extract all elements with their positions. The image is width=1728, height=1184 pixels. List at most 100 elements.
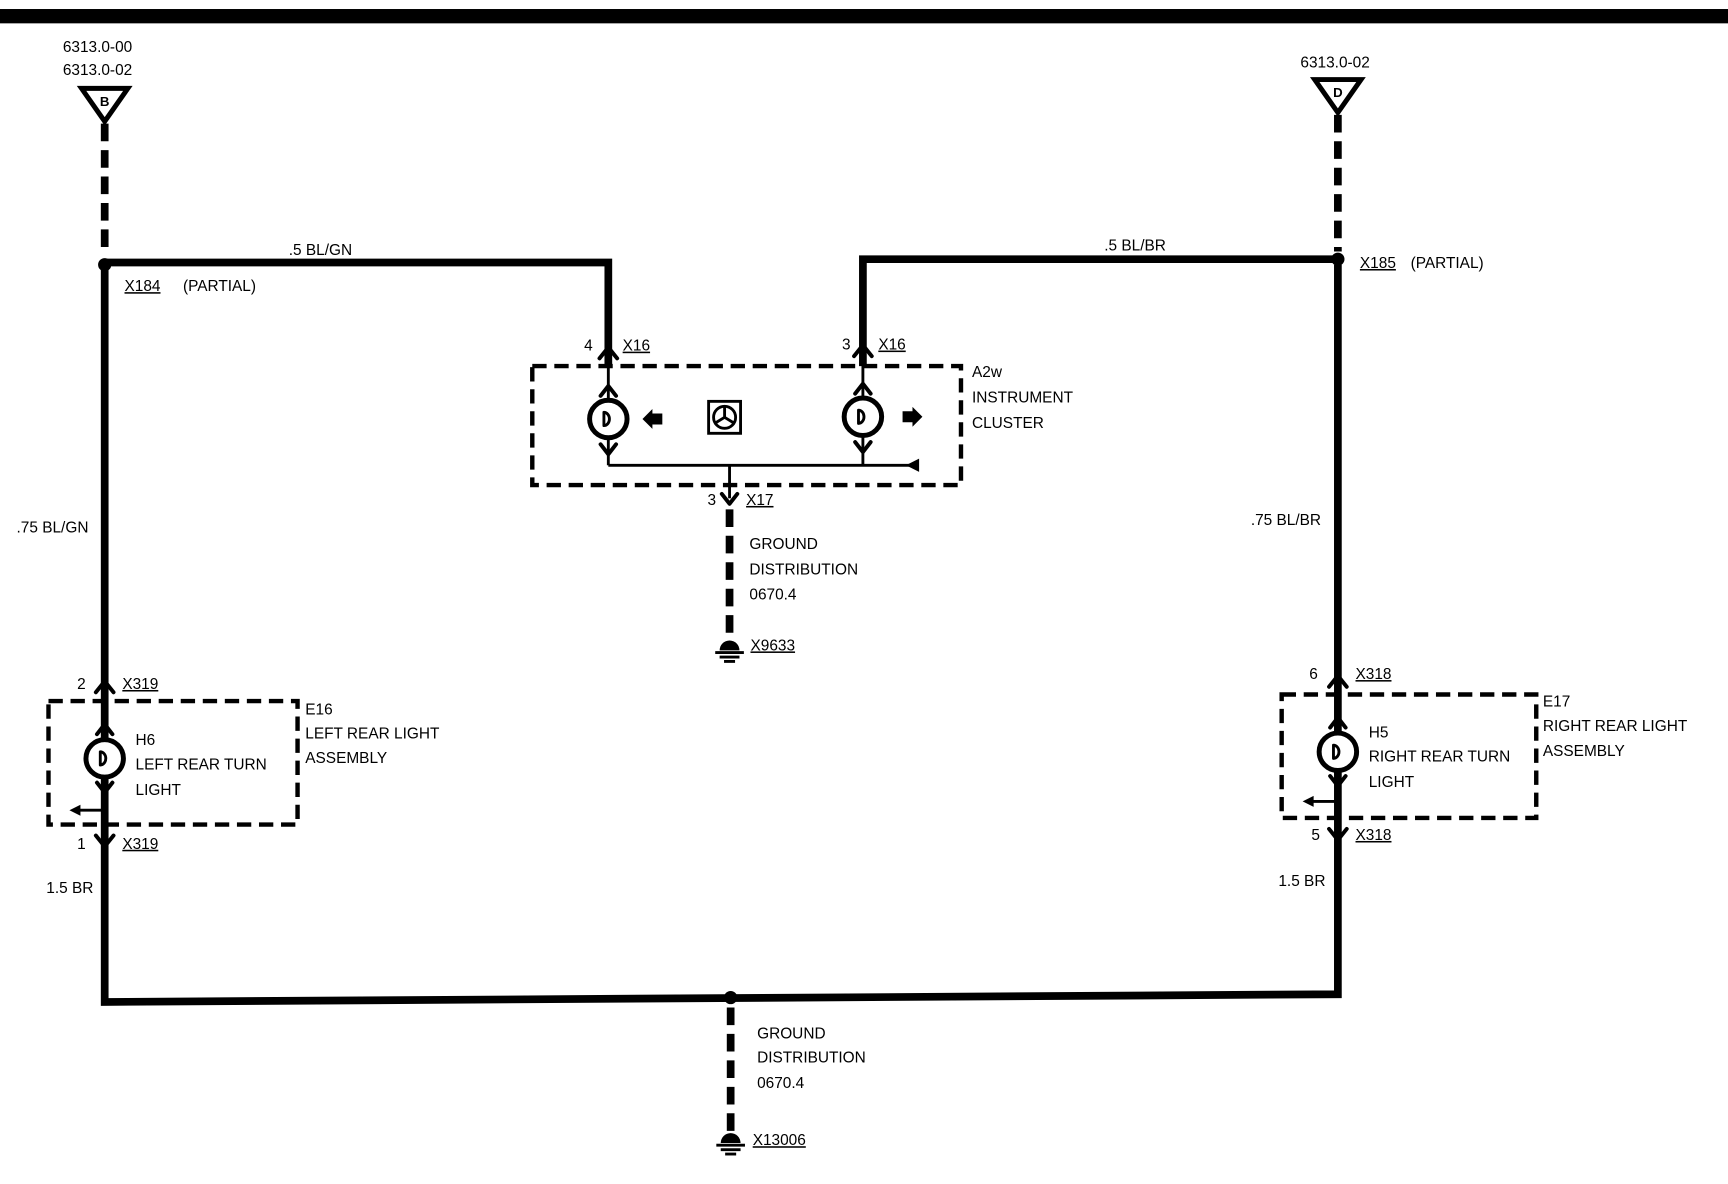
right-source-ref-line-1: 6313.0-02 [1300,54,1369,71]
right-lamp-name-line-2: LIGHT [1369,774,1415,791]
cluster-right-input-connector: X16 [878,337,905,354]
cluster-right-lamp-top-contact [853,381,873,396]
rear-ground-return-wire [100,835,1342,1006]
cluster-left-lamp-bottom-contact [598,442,619,457]
left-light-output-pin: 1 [77,836,86,853]
rear-ground-symbol-dome [720,1133,741,1144]
splice-dot-x185 [1331,252,1345,266]
rear-ground-point: X13006 [753,1132,806,1149]
left-source-marker-letter: B [100,94,110,109]
right-source-reference: 6313.0-02 D [1300,54,1370,117]
cluster-left-lamp-top-contact [598,383,619,398]
right-rear-turn-lamp-filament [1332,743,1341,760]
right-assembly-id: E17 [1543,694,1570,711]
left-assembly-id: E16 [305,701,332,718]
connector-x16-pin4-contact [597,345,620,361]
left-branch-wire [104,258,613,367]
left-lamp-ground-tab-arrow [69,804,81,816]
left-rear-light-boundary [46,698,300,827]
right-source-marker-letter: D [1333,85,1343,100]
cluster-ground: GROUND DISTRIBUTION 0670.4 X9633 [715,509,858,663]
wire-label-bottom-left: 1.5 BR [46,880,93,897]
right-assembly-name-line-2: ASSEMBLY [1543,743,1625,760]
cluster-id: A2w [972,364,1003,381]
cluster-ground-line-2: DISTRIBUTION [749,561,858,578]
center-symbol-spokes [713,406,736,425]
cluster-left-input-connector: X16 [623,338,650,355]
right-arrow-icon [902,406,923,427]
center-symbol-frame [707,399,743,435]
left-rear-turn-lamp-filament [98,750,108,767]
wire-label-top-right: .5 BL/BR [1104,237,1166,254]
left-lamp-name-line-2: LIGHT [136,782,182,799]
cluster-right-lamp-bottom-contact [853,440,873,455]
right-source-marker [1309,77,1366,117]
rear-ground-line-2: DISTRIBUTION [757,1050,866,1067]
left-source-ref-line-2: 6313.0-02 [63,62,132,79]
splice-dot-x184 [98,258,112,272]
splice-x184-id: X184 [125,278,161,295]
right-branch-wire [859,255,1338,367]
rear-ground-line-3: 0670.4 [757,1075,805,1092]
cluster-ground-line-3: 0670.4 [749,587,797,604]
cluster-left-input-pin: 4 [584,338,593,355]
left-indicator-lamp-filament [602,410,611,428]
wire-label-right-riser: .75 BL/BR [1251,512,1321,529]
cluster-ground-connector: X17 [746,492,773,509]
instrument-cluster: 4 X16 3 X16 A2w INSTRUMENT CLUSTER [530,337,1074,509]
splice-x185-note: (PARTIAL) [1411,255,1484,272]
left-lamp-name-line-1: LEFT REAR TURN [136,756,267,773]
connector-x318-pin5-contact [1327,826,1349,842]
right-assembly-name-line-1: RIGHT REAR LIGHT [1543,718,1688,735]
cluster-ground-symbol-dome [719,640,740,651]
right-lamp-top-contact [1328,715,1348,730]
left-arrow-icon [642,409,663,429]
center-symbol-icon [707,399,743,435]
cluster-ground-pin: 3 [708,492,717,509]
right-indicator-lamp-filament [857,408,866,425]
right-lamp-id: H5 [1369,724,1389,741]
right-light-input-pin: 6 [1309,666,1318,683]
right-lamp-name-line-1: RIGHT REAR TURN [1369,749,1511,766]
left-light-input-pin: 2 [77,676,86,693]
connector-x17-pin3-contact [719,491,740,506]
instrument-cluster-boundary [530,363,964,488]
wire-label-top-left: .5 BL/GN [289,242,352,259]
left-lamp-top-contact [94,722,115,737]
left-lamp-id: H6 [136,732,156,749]
left-source-ref-line-1: 6313.0-00 [63,39,132,56]
cluster-name-line-1: INSTRUMENT [972,389,1074,406]
right-rear-light-boundary [1279,692,1539,821]
connector-x16-pin3-contact [852,343,874,359]
rear-ground-splice-dot [724,990,738,1005]
wire-label-left-riser: .75 BL/GN [17,519,89,536]
left-light-input-connector: X319 [122,676,158,693]
left-rear-light-assembly: 2 X319 H6 LEFT REAR TURN LIGHT E16 LEFT … [46,676,440,853]
cluster-right-input-pin: 3 [842,337,851,354]
rear-ground-line-1: GROUND [757,1025,825,1042]
left-source-reference: 6313.0-00 6313.0-02 B [63,39,133,126]
connector-x319-pin2-contact [93,679,116,695]
connector-x319-pin1-contact [93,833,116,849]
left-light-output-connector: X319 [122,836,158,853]
splice-x184-note: (PARTIAL) [183,278,256,295]
rear-ground: GROUND DISTRIBUTION 0670.4 X13006 [716,990,866,1156]
cluster-ground-point: X9633 [750,637,795,654]
right-lamp-bottom-contact [1328,774,1348,788]
wire-label-bottom-right: 1.5 BR [1278,873,1325,890]
cluster-ground-line-1: GROUND [749,536,817,553]
cluster-ground-bus-arrow [905,458,920,472]
right-rear-light-assembly: 6 X318 H5 RIGHT REAR TURN LIGHT E17 RIGH… [1279,666,1688,844]
left-source-marker [76,85,133,126]
left-lamp-bottom-contact [94,780,115,795]
cluster-name-line-2: CLUSTER [972,415,1044,432]
left-assembly-name-line-2: ASSEMBLY [305,750,387,767]
top-border-bar [0,9,1728,24]
connector-x318-pin6-contact [1327,673,1349,689]
right-light-input-connector: X318 [1356,666,1392,683]
right-lamp-ground-tab-arrow [1302,795,1314,807]
right-light-output-pin: 5 [1311,827,1320,844]
splice-x185-id: X185 [1360,255,1396,272]
left-assembly-name-line-1: LEFT REAR LIGHT [305,726,440,743]
